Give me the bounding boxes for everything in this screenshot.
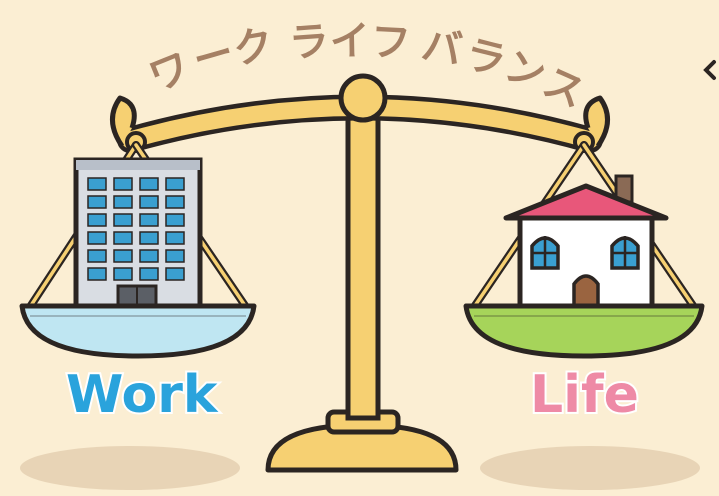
building-window bbox=[113, 213, 133, 227]
house-door bbox=[572, 274, 600, 308]
title-char: ラ bbox=[287, 18, 330, 67]
building-window bbox=[165, 249, 185, 263]
beam-end-left bbox=[110, 95, 137, 148]
office-building-icon bbox=[73, 157, 203, 311]
scale-pivot bbox=[338, 73, 388, 123]
building-window bbox=[113, 249, 133, 263]
scale-pole bbox=[345, 97, 381, 421]
building-window bbox=[139, 267, 159, 281]
building-window bbox=[113, 177, 133, 191]
title-char: イ bbox=[329, 18, 370, 65]
life-pan-group bbox=[463, 131, 705, 359]
title-char: バ bbox=[418, 22, 465, 74]
building-window bbox=[165, 195, 185, 209]
work-pan-group bbox=[19, 131, 257, 359]
building-window bbox=[139, 249, 159, 263]
decorative-mark bbox=[703, 60, 716, 80]
building-window bbox=[165, 177, 185, 191]
building-window bbox=[87, 249, 107, 263]
life-label: Life bbox=[530, 365, 639, 425]
building-window bbox=[139, 195, 159, 209]
building-window bbox=[113, 267, 133, 281]
work-label: Work bbox=[66, 365, 219, 425]
page-title: ワ ー ク ラ イ フ バ ラ ン ス bbox=[143, 18, 592, 117]
building-window bbox=[87, 267, 107, 281]
life-ground-shadow bbox=[480, 446, 700, 490]
building-window bbox=[139, 231, 159, 245]
building-window bbox=[87, 177, 107, 191]
building-window bbox=[139, 177, 159, 191]
building-window bbox=[87, 231, 107, 245]
house-roof bbox=[503, 183, 669, 221]
building-window bbox=[113, 231, 133, 245]
title-char: ワ bbox=[143, 44, 197, 102]
building-window bbox=[165, 267, 185, 281]
life-pan bbox=[463, 303, 705, 359]
building-window bbox=[87, 195, 107, 209]
building-window bbox=[139, 213, 159, 227]
building-window bbox=[113, 195, 133, 209]
building-window bbox=[87, 213, 107, 227]
building-window bbox=[165, 231, 185, 245]
building-window bbox=[165, 213, 185, 227]
title-char: フ bbox=[369, 19, 411, 67]
work-pan bbox=[19, 303, 257, 359]
house-icon bbox=[503, 174, 669, 309]
beam-end-right bbox=[583, 95, 610, 148]
work-ground-shadow bbox=[20, 446, 240, 490]
title-char: ク bbox=[230, 22, 277, 74]
